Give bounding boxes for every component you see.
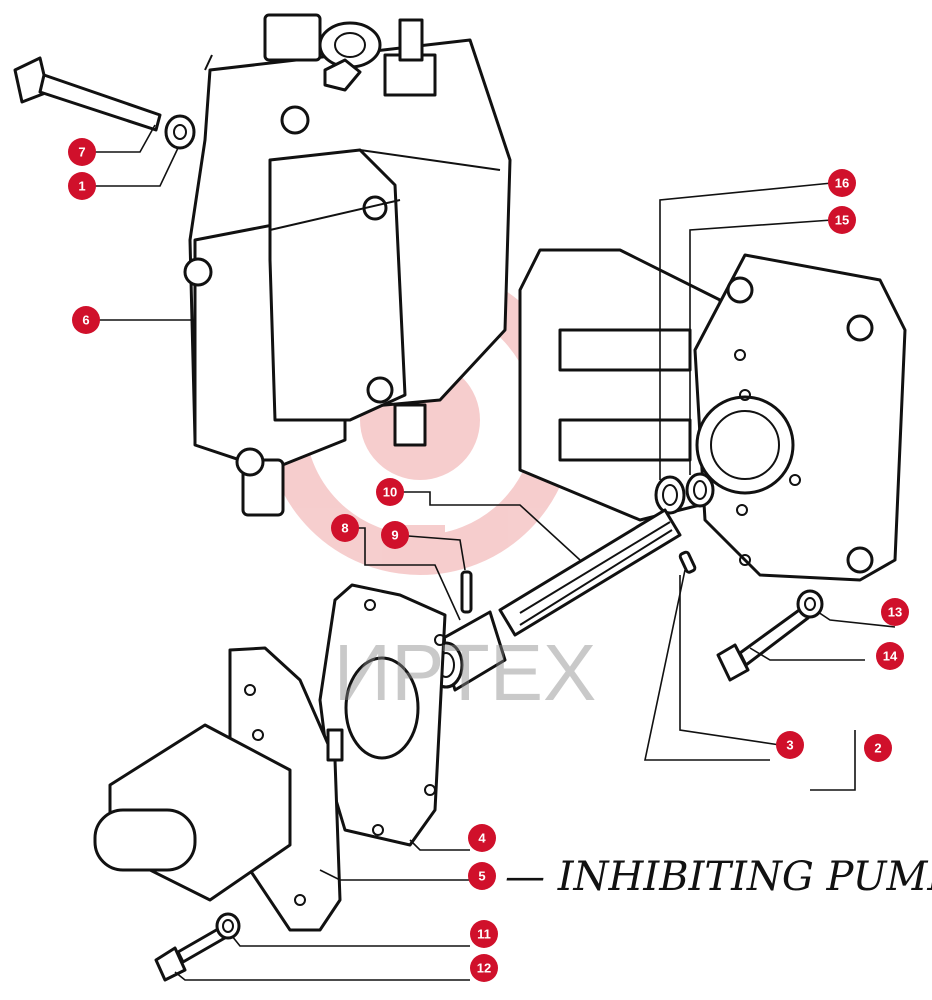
svg-text:13: 13 xyxy=(888,605,902,620)
callout-16[interactable]: 16 xyxy=(828,169,856,197)
callout-8[interactable]: 8 xyxy=(331,514,359,542)
callout-12[interactable]: 12 xyxy=(470,954,498,982)
callout-13[interactable]: 13 xyxy=(881,598,909,626)
circlips xyxy=(654,472,715,515)
callout-4[interactable]: 4 xyxy=(468,824,496,852)
callout-5[interactable]: 5 xyxy=(468,862,496,890)
dowel-pins xyxy=(460,550,697,614)
svg-text:5: 5 xyxy=(478,869,485,884)
callout-15[interactable]: 15 xyxy=(828,206,856,234)
svg-text:3: 3 xyxy=(786,738,793,753)
svg-text:15: 15 xyxy=(835,213,849,228)
svg-text:6: 6 xyxy=(82,313,89,328)
svg-text:10: 10 xyxy=(383,485,397,500)
callout-3[interactable]: 3 xyxy=(776,731,804,759)
gasket xyxy=(318,583,447,847)
callout-6[interactable]: 6 xyxy=(72,306,100,334)
svg-text:8: 8 xyxy=(341,521,348,536)
callout-11[interactable]: 11 xyxy=(470,920,498,948)
bolts-and-washers xyxy=(13,56,824,982)
svg-text:11: 11 xyxy=(477,927,491,942)
watermark-text: ИРТEX xyxy=(334,628,597,717)
callout-2[interactable]: 2 xyxy=(864,734,892,762)
callout-14[interactable]: 14 xyxy=(876,642,904,670)
callout-9[interactable]: 9 xyxy=(381,521,409,549)
callout-1[interactable]: 1 xyxy=(68,172,96,200)
svg-text:14: 14 xyxy=(883,649,898,664)
svg-text:9: 9 xyxy=(391,528,398,543)
svg-text:1: 1 xyxy=(78,179,85,194)
callout-10[interactable]: 10 xyxy=(376,478,404,506)
gear-pump xyxy=(93,646,344,932)
valve-body xyxy=(183,13,512,517)
pump-housing xyxy=(518,248,907,582)
handwritten-note: — INHIBITING PUMP xyxy=(505,854,932,900)
svg-text:12: 12 xyxy=(477,961,491,976)
svg-text:7: 7 xyxy=(78,145,85,160)
splined-shaft xyxy=(498,508,682,637)
callout-7[interactable]: 7 xyxy=(68,138,96,166)
svg-text:4: 4 xyxy=(478,831,486,846)
leader-lines xyxy=(82,124,896,981)
svg-text:2: 2 xyxy=(874,741,881,756)
svg-text:16: 16 xyxy=(835,176,849,191)
